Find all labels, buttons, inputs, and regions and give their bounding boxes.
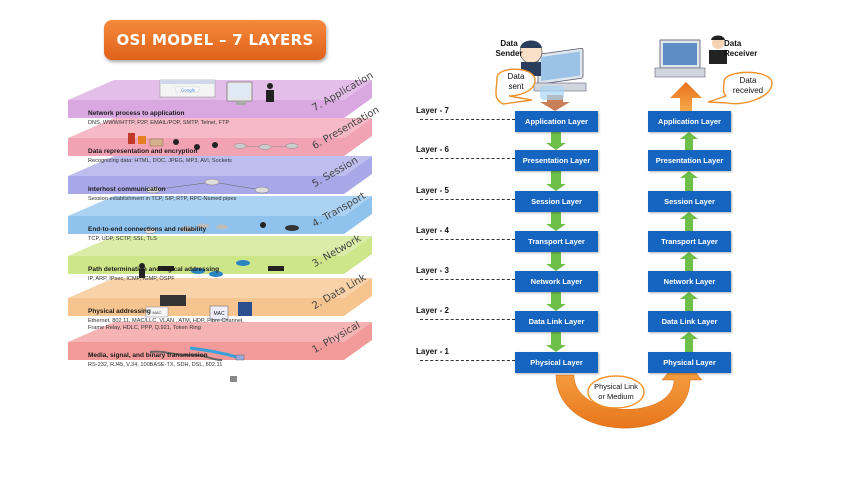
layer-number-label: Layer - 3 [416,266,449,275]
mac-label: MAC [213,311,225,317]
receiver-bubble-line2: received [732,86,764,95]
medium-line2: or Medium [598,392,634,401]
sender-bubble-line2: sent [508,82,524,91]
receiver-computer [654,35,727,78]
layer6-illustration [128,133,299,150]
layer-number-label: Layer - 2 [416,306,449,315]
layer-guide-line [420,319,515,320]
sender-label-line1: Data [500,39,518,48]
sender-layer-box: Data Link Layer [515,311,598,332]
sender-down-arrow [546,252,566,271]
band-2-description: Physical addressing [88,308,151,315]
receiver-layer-box: Application Layer [648,111,731,132]
sender-bubble-text: Data sent [497,72,535,92]
medium-bubble [587,375,645,409]
receiver-up-arrow [680,332,698,352]
receiver-up-arrow [680,212,698,231]
receiver-label-line2: Receiver [724,49,758,58]
layer-guide-line [420,119,515,120]
band-1-description: Media, signal, and binary transmission [88,352,208,359]
sender-layer-box: Transport Layer [515,231,598,252]
band-3-protocols: IP, ARP, IPsec, ICMP, IGMP, OSPF [88,276,175,282]
receiver-label-line1: Data [724,39,742,48]
band-1 [68,322,372,360]
layer-guide-line [420,279,515,280]
sender-label: Data Sender [486,39,532,59]
sender-down-arrow [546,292,566,311]
receiver-up-arrow [680,132,698,150]
sender-down-arrow [546,212,566,231]
receiver-layer-box: Network Layer [648,271,731,292]
medium-line1: Physical Link [594,382,638,391]
sender-bubble-line1: Data [507,72,525,81]
band-2 [68,278,372,316]
band-5-description: Interhost communication [88,186,166,193]
band-3-description: Path determination and logical addressin… [88,266,220,273]
layer7-illustration: Google [159,79,274,105]
receiver-layer-box: Presentation Layer [648,150,731,171]
layer2-illustration: MAC MAC [145,295,252,321]
band-2-protocols: Frame Relay, HDLC, PPP, Q.921, Token Rin… [88,325,201,331]
band-4 [68,196,372,234]
receiver-layer-box: Physical Layer [648,352,731,373]
sender-layer-box: Session Layer [515,191,598,212]
layer-number-label: Layer - 1 [416,347,449,356]
router-mac-label: MAC [153,310,162,315]
band-2-protocols: Ethernet, 802.11, MAC/LLC, VLAN , ATM, H… [88,318,244,324]
sender-label-line2: Sender [495,49,523,58]
receiver-up-arrow [680,252,698,271]
layer-number-label: Layer - 5 [416,186,449,195]
band-6-description: Data representation and encryption [88,148,198,155]
layer-guide-line [420,360,515,361]
layer4-illustration [143,222,299,234]
receiver-up-arrow [670,82,702,111]
sender-down-arrow [546,171,566,191]
receiver-label: Data Receiver [724,39,774,59]
receiver-layer-box: Data Link Layer [648,311,731,332]
sender-layer-box: Physical Layer [515,352,598,373]
band-7-description: Network process to application [88,110,185,117]
band-5-protocols: Session establishment in TCP, SIP, RTP, … [88,196,237,202]
band-4-description: End-to-end connections and reliability [88,226,207,233]
google-logo-text: Google [181,87,196,92]
band-6-protocols: Recognizing data: HTML, DOC, JPEG, MP3, … [88,158,232,164]
sender-layer-box: Presentation Layer [515,150,598,171]
layer5-illustration [145,178,270,194]
layer-transition-arrows [546,132,698,352]
layer-guide-line [420,199,515,200]
layer1-illustration [149,346,245,382]
layer-guide-line [420,239,515,240]
receiver-layer-box: Session Layer [648,191,731,212]
receiver-up-arrow [680,292,698,311]
sender-down-arrow [546,132,566,150]
layer-number-label: Layer - 4 [416,226,449,235]
layer-number-label: Layer - 6 [416,145,449,154]
sender-down-arrow [546,332,566,352]
layer-guide-line [420,158,515,159]
receiver-bubble [707,71,773,105]
medium-bubble-text: Physical Link or Medium [588,382,644,402]
sender-layer-box: Application Layer [515,111,598,132]
band-7-protocols: DNS, WWW/HTTP, P2P, EMAIL/POP, SMTP, Tel… [88,120,230,126]
band-1-protocols: RS-232, RJ45, V.34, 100BASE-TX, SDH, DSL… [88,362,223,368]
receiver-bubble-text: Data received [724,76,772,96]
band-7 [68,80,372,118]
diagram-title: OSI MODEL – 7 LAYERS [104,20,326,60]
sender-layer-box: Network Layer [515,271,598,292]
receiver-layer-box: Transport Layer [648,231,731,252]
band-4-protocols: TCP, UDP, SCTP, SSL, TLS [88,236,157,242]
receiver-bubble-line1: Data [739,76,757,85]
sender-bubble [495,68,536,105]
layer-number-label: Layer - 7 [416,106,449,115]
band-5 [68,156,372,194]
receiver-up-arrow [680,171,698,191]
layer3-illustration [139,260,284,278]
